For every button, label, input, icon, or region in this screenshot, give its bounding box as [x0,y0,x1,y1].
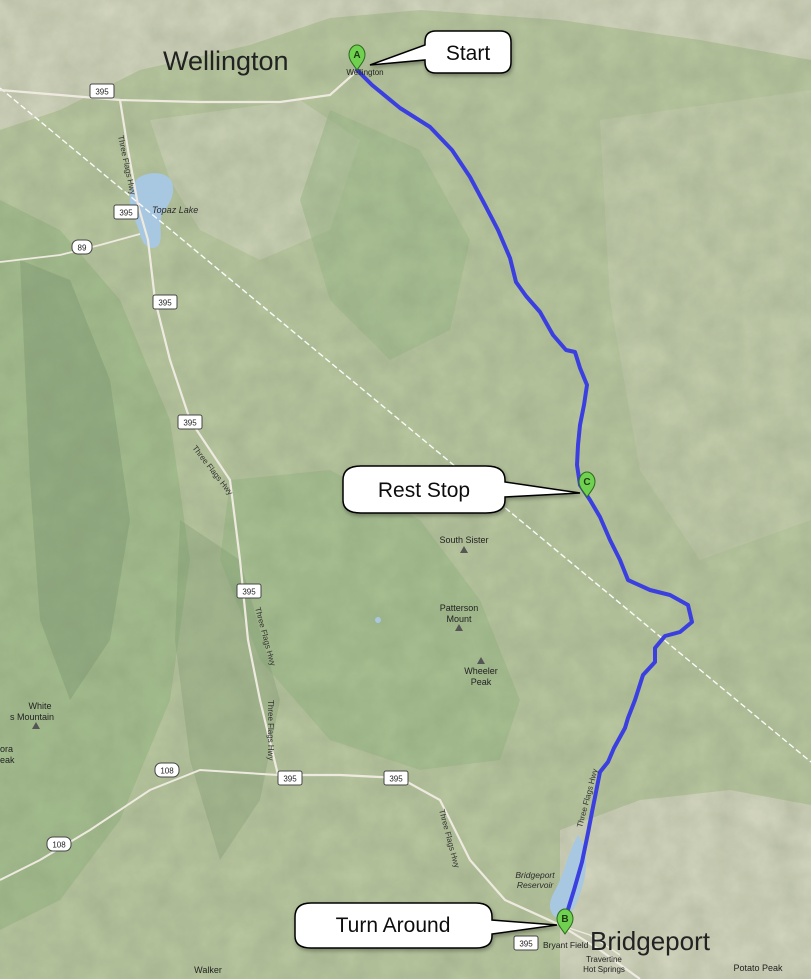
shield-395-topaz: 395 [113,204,139,220]
callout-bubble [369,30,512,74]
shield-number: 108 [52,841,66,850]
shield-395-junction: 395 [277,770,303,786]
shield-number: 395 [95,88,109,97]
callout-rest-stop: Rest Stop [342,465,581,514]
shield-395-bridgeport: 395 [513,935,539,951]
peak-icon [455,624,463,631]
marker-letter: A [353,50,360,61]
topaz-lake-label: Topaz Lake [152,205,198,215]
bridgeport-reservoir [549,835,586,919]
state-boundary [0,87,811,763]
callout-turn-around-text: Turn Around [336,914,451,937]
edge-label-eak: eak [0,755,15,765]
highway-108 [0,768,279,881]
travertine-label-1: Travertine [586,955,622,964]
white-mountain-peak: White s Mountain [10,701,54,729]
shield-395-east: 395 [383,770,409,786]
small-pond [375,617,381,623]
callout-turn-around: Turn Around [294,902,558,949]
marker-letter: B [561,914,568,925]
shield-108-west: 108 [46,836,72,852]
bridgeport-town-label: Bridgeport [590,926,711,956]
shield-395-northwest: 395 [89,83,115,99]
shield-number: 395 [158,299,172,308]
wellington-town-label: Wellington [163,46,289,76]
peak-icon [460,546,468,553]
callout-start-text: Start [446,42,491,65]
patterson-label-2: Mount [446,614,472,624]
wellington-small-label: Wellington [346,68,383,77]
wheeler-label-1: Wheeler [464,666,498,676]
shield-395-south-central: 395 [236,583,262,599]
callout-bubble [342,465,581,514]
callout-bubble [294,902,558,949]
marker-b[interactable]: B [556,908,574,935]
marker-letter: C [583,477,590,488]
shield-number: 395 [183,419,197,428]
peak-icon [477,657,485,664]
shield-number: 108 [160,767,174,776]
highway-395-north [0,69,359,104]
shield-108-east: 108 [154,762,180,778]
bridgeport-reservoir-label-1: Bridgeport [515,870,555,880]
walker-label: Walker [194,965,222,975]
shield-number: 395 [283,775,297,784]
potato-peak-label: Potato Peak [733,963,783,973]
shield-number: 395 [119,209,133,218]
shield-395-center: 395 [177,414,203,430]
road-travertine [559,924,621,956]
shield-395-mid: 395 [152,294,178,310]
shield-number: 395 [389,775,403,784]
wheeler-peak: Wheeler Peak [464,657,498,687]
marker-c[interactable]: C [578,471,596,498]
shield-number: 395 [242,588,256,597]
edge-label-ora: ora [0,744,13,754]
wheeler-label-2: Peak [471,677,492,687]
south-sister-peak: South Sister [439,535,489,553]
shield-number: 395 [519,940,533,949]
topaz-lake [129,173,174,249]
callout-start: Start [369,30,512,74]
white-mountain-label-2: s Mountain [10,712,54,722]
highway-three-flags [118,99,280,776]
map-pin-icon[interactable] [578,471,596,498]
south-sister-label: South Sister [439,535,488,545]
peak-icon [32,722,40,729]
map-pin-icon[interactable] [348,44,366,71]
shield-number: 89 [78,244,87,253]
bryant-field-label: Bryant Field [543,940,589,950]
callout-rest-stop-text: Rest Stop [378,479,470,502]
bridgeport-reservoir-label-2: Reservoir [517,880,555,890]
marker-a[interactable]: A [348,44,366,71]
map-pin-icon[interactable] [556,908,574,935]
shield-89: 89 [71,239,93,255]
three-flags-hwy-label-4: Three Flags Hwy [266,700,275,760]
patterson-mount-peak: Patterson Mount [440,603,479,631]
patterson-label-1: Patterson [440,603,479,613]
highway-395-south [278,773,641,979]
travertine-label-2: Hot Springs [583,965,625,974]
route-line[interactable] [355,68,694,918]
white-mountain-label-1: White [28,701,51,711]
